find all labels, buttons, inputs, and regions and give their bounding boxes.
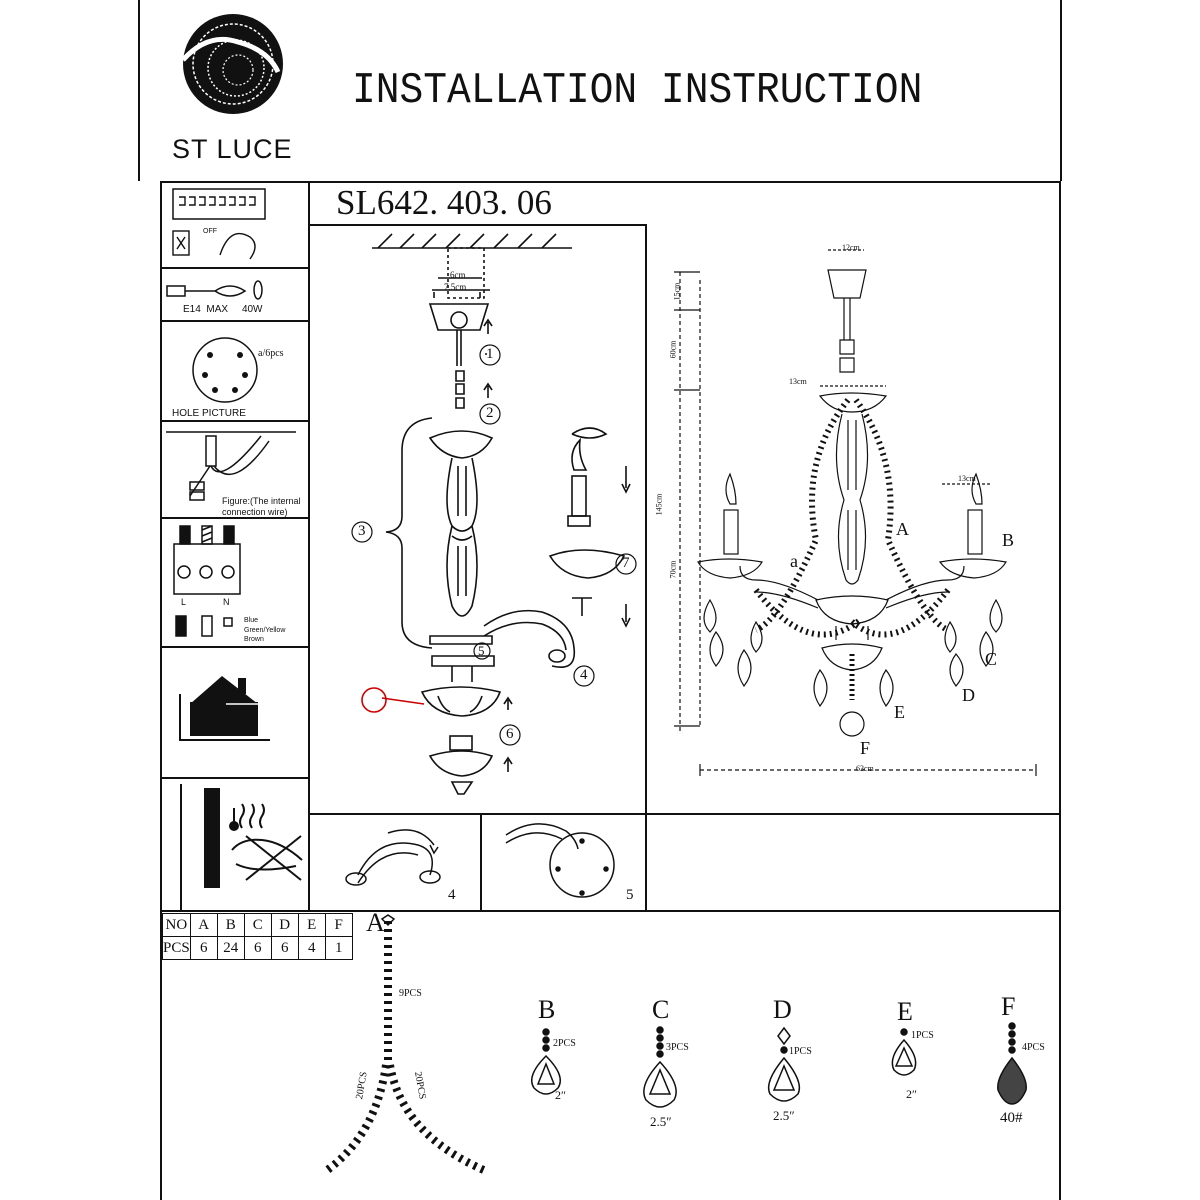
model-number: SL642. 403. 06	[336, 183, 552, 222]
dim-63cm: 63cm	[856, 764, 874, 773]
crystal-E-icon	[891, 1028, 917, 1076]
chandelier-drawing	[674, 249, 1037, 776]
arm-mount-drawing	[505, 823, 615, 898]
crystal-F-icon	[997, 1022, 1027, 1105]
table-cell: D	[270, 913, 299, 937]
candle-bulb-icon	[166, 280, 263, 300]
mounting-plate-icon	[192, 337, 258, 403]
dim-6cm: 6cm	[450, 270, 466, 280]
dim-12cm: 12cm	[842, 243, 860, 252]
table-row: PCS 6 24 6 6 4 1	[162, 936, 353, 960]
crystal-D-count: 1PCS	[789, 1046, 812, 1057]
crystal-D-letter: D	[773, 995, 792, 1024]
crystal-F-letter: F	[1001, 992, 1016, 1021]
label-a: a	[790, 551, 798, 571]
crystal-C-count: 3PCS	[666, 1042, 689, 1053]
crystal-B-letter: B	[538, 995, 556, 1024]
sub-step-4: 4	[448, 887, 456, 903]
switch-off-label: OFF	[203, 228, 217, 235]
step-5: 5	[478, 643, 485, 658]
crystal-C-icon	[643, 1026, 677, 1108]
crystal-E-count: 1PCS	[911, 1030, 934, 1041]
crystal-D-icon	[767, 1026, 801, 1102]
crystal-C-letter: C	[652, 995, 670, 1024]
label-F: F	[860, 738, 871, 758]
arm-wiring-drawing	[345, 829, 441, 886]
crystal-E-letter: E	[897, 997, 913, 1026]
table-cell: B	[216, 913, 245, 937]
crystal-A-letter: A	[366, 908, 385, 937]
step-6: 6	[506, 726, 514, 742]
label-A: A	[896, 519, 909, 539]
page-title: INSTALLATION INSTRUCTION	[352, 66, 923, 116]
table-cell: PCS	[162, 936, 191, 960]
label-C: C	[985, 649, 998, 669]
dim-7-5cm: 7.5cm	[444, 282, 467, 292]
power-switch-icon	[172, 188, 266, 260]
crystal-C-size: 2.5″	[650, 1114, 672, 1129]
crystal-B-count: 2PCS	[553, 1038, 576, 1049]
indoor-house-icon	[179, 676, 270, 741]
internal-wiring-icon	[166, 431, 296, 501]
crystal-F-count: 4PCS	[1022, 1042, 1045, 1053]
bulb-watts: 40W	[241, 304, 263, 315]
bead-chain-icon	[323, 914, 488, 1175]
label-D: D	[962, 685, 975, 705]
table-cell: NO	[162, 913, 191, 937]
terminal-block-icon	[173, 525, 241, 637]
step-2: 2	[486, 405, 494, 421]
crystal-B-size: 2″	[555, 1088, 566, 1102]
table-cell: 6	[270, 936, 299, 960]
dim-60cm: 60cm	[668, 340, 678, 359]
screw-count: a/6pcs	[258, 348, 284, 359]
dim-145cm: 145cm	[654, 493, 664, 516]
crystal-B-icon	[531, 1028, 561, 1095]
parts-table: NO A B C D E F PCS 6 24 6 6 4 1	[162, 913, 353, 960]
table-cell: C	[243, 913, 272, 937]
label-E: E	[894, 702, 905, 722]
sub-step-5: 5	[626, 887, 634, 903]
wire-blue: Blue	[244, 617, 259, 624]
hole-picture-label: HOLE PICTURE	[172, 408, 246, 419]
table-cell: 24	[216, 936, 245, 960]
dim-13cm-arm: 13cm	[958, 474, 976, 483]
crystal-E-size: 2″	[906, 1087, 917, 1101]
table-cell: 6	[243, 936, 272, 960]
heat-warning-icon	[180, 784, 303, 910]
terminal-l: L	[181, 597, 187, 607]
table-cell: A	[189, 913, 218, 937]
step-7: 7	[622, 555, 630, 571]
bulb-max: MAX	[206, 304, 229, 315]
wire-green-yellow: Green/Yellow	[244, 627, 286, 634]
step-4: 4	[580, 667, 588, 683]
bulb-spec: E14 MAX 40W	[183, 304, 263, 315]
step-markers	[351, 344, 637, 746]
table-cell: 1	[324, 936, 353, 960]
table-cell: 6	[189, 936, 218, 960]
dim-13cm-cup: 13cm	[789, 377, 807, 386]
dim-15cm: 15cm	[672, 282, 682, 301]
step-1: 1	[486, 346, 494, 362]
wiring-note: Figure:(The internal connection wire)	[222, 496, 301, 517]
terminal-n: N	[223, 597, 230, 607]
brand-name: ST LUCE	[172, 134, 293, 164]
crystal-D-size: 2.5″	[773, 1108, 795, 1123]
wire-brown: Brown	[244, 636, 264, 643]
logo-swirl-icon	[181, 14, 283, 114]
bulb-socket: E14	[183, 304, 201, 315]
dim-70cm: 70cm	[668, 560, 678, 579]
assembly-drawing	[361, 233, 631, 795]
step-3: 3	[358, 523, 366, 539]
crystal-F-size: 40#	[1000, 1110, 1023, 1126]
label-B: B	[1002, 530, 1015, 550]
crystal-A-top: 9PCS	[399, 988, 422, 999]
